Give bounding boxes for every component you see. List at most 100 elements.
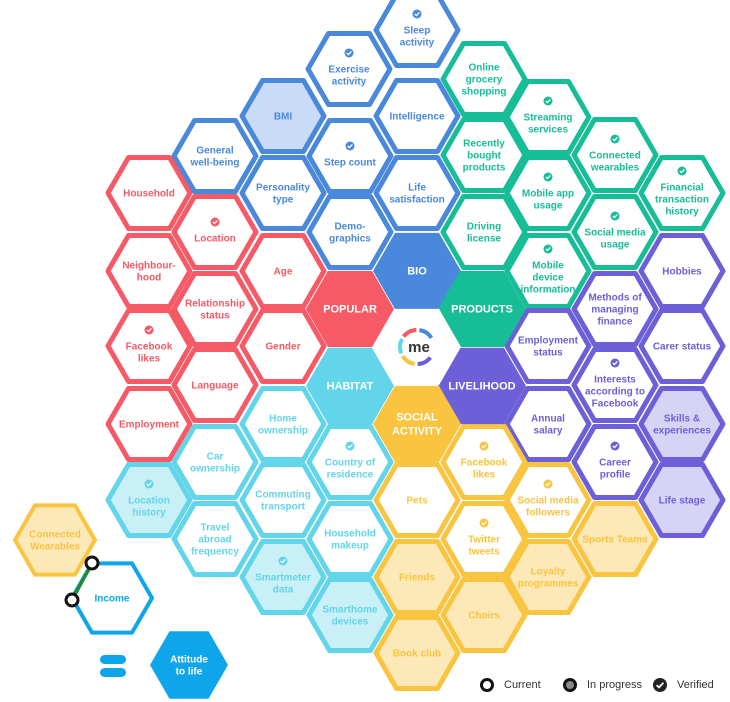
hex-shape[interactable] <box>239 233 327 309</box>
hex-shape[interactable] <box>440 501 528 577</box>
hex-shape[interactable] <box>504 539 592 615</box>
hex-shape[interactable] <box>171 347 259 423</box>
hex-shape[interactable] <box>105 462 193 538</box>
hex-social-friends[interactable]: Friends <box>373 539 461 615</box>
core-hex-bio[interactable]: BIO <box>373 232 461 310</box>
hex-shape[interactable] <box>638 155 726 231</box>
core-hex-shape[interactable] <box>373 385 461 463</box>
hex-shape[interactable] <box>373 462 461 538</box>
hex-shape[interactable] <box>373 615 461 691</box>
hex-shape[interactable] <box>105 386 193 462</box>
hex-shape[interactable] <box>239 462 327 538</box>
hex-popular-neighbour-hood[interactable]: Neighbour-hood <box>105 233 193 309</box>
example-hex-income[interactable]: Income <box>69 561 155 635</box>
hex-shape[interactable] <box>105 155 193 231</box>
hex-popular-language[interactable]: Language <box>171 347 259 423</box>
hex-shape[interactable] <box>440 577 528 653</box>
hex-shape[interactable] <box>373 0 461 68</box>
hex-social-choirs[interactable]: Choirs <box>440 577 528 653</box>
hex-livelihood-skills-experiences[interactable]: Skills &experiences <box>638 386 726 462</box>
hex-shape[interactable] <box>305 31 393 107</box>
hex-social-sports-teams[interactable]: Sports Teams <box>571 501 659 577</box>
hex-shape[interactable] <box>504 308 592 384</box>
hex-shape[interactable] <box>373 78 461 154</box>
hex-social-pets[interactable]: Pets <box>373 462 461 538</box>
hex-shape[interactable] <box>105 308 193 384</box>
hex-shape[interactable] <box>239 308 327 384</box>
core-hex-shape[interactable] <box>373 232 461 310</box>
hex-shape[interactable] <box>504 386 592 462</box>
hex-shape[interactable] <box>306 577 394 653</box>
hex-shape[interactable] <box>306 501 394 577</box>
hex-shape[interactable] <box>504 233 592 309</box>
hex-shape[interactable] <box>440 424 528 500</box>
hex-shape[interactable] <box>571 347 659 423</box>
hex-shape[interactable] <box>171 271 259 347</box>
hex-shape[interactable] <box>239 386 327 462</box>
hex-shape[interactable] <box>105 233 193 309</box>
example-hex-shape[interactable] <box>12 503 98 577</box>
hex-shape[interactable] <box>638 386 726 462</box>
hex-shape[interactable] <box>306 194 394 270</box>
hex-shape[interactable] <box>373 539 461 615</box>
hex-popular-location[interactable]: Location <box>171 194 259 270</box>
hex-shape[interactable] <box>638 462 726 538</box>
hex-shape[interactable] <box>571 501 659 577</box>
hex-shape[interactable] <box>171 118 259 194</box>
hex-social-book-club[interactable]: Book club <box>373 615 461 691</box>
hex-shape[interactable] <box>239 539 327 615</box>
core-hex-shape[interactable] <box>438 270 526 348</box>
hex-shape[interactable] <box>373 155 461 231</box>
hex-popular-age[interactable]: Age <box>239 233 327 309</box>
hex-shape[interactable] <box>440 117 528 193</box>
hex-shape[interactable] <box>171 501 259 577</box>
hex-livelihood-hobbies[interactable]: Hobbies <box>638 233 726 309</box>
hex-shape[interactable] <box>571 424 659 500</box>
hex-shape[interactable] <box>306 118 394 194</box>
hex-popular-employment[interactable]: Employment <box>105 386 193 462</box>
hex-livelihood-life-stage[interactable]: Life stage <box>638 462 726 538</box>
hex-bio-bmi[interactable]: BMI <box>239 78 327 154</box>
hex-bio-demo-graphics[interactable]: Demo-graphics <box>306 194 394 270</box>
hex-shape[interactable] <box>171 194 259 270</box>
hex-bio-step-count[interactable]: Step count <box>306 118 394 194</box>
core-hex-habitat[interactable]: HABITAT <box>306 347 394 425</box>
hex-bio-intelligence[interactable]: Intelligence <box>373 78 461 154</box>
edge-node-icon[interactable] <box>84 555 100 571</box>
hex-shape[interactable] <box>440 41 528 117</box>
hex-shape[interactable] <box>571 194 659 270</box>
edge-node-icon[interactable] <box>64 592 80 608</box>
hex-shape[interactable] <box>306 424 394 500</box>
hex-shape[interactable] <box>239 78 327 154</box>
hex-shape[interactable] <box>571 271 659 347</box>
hex-shape[interactable] <box>171 424 259 500</box>
